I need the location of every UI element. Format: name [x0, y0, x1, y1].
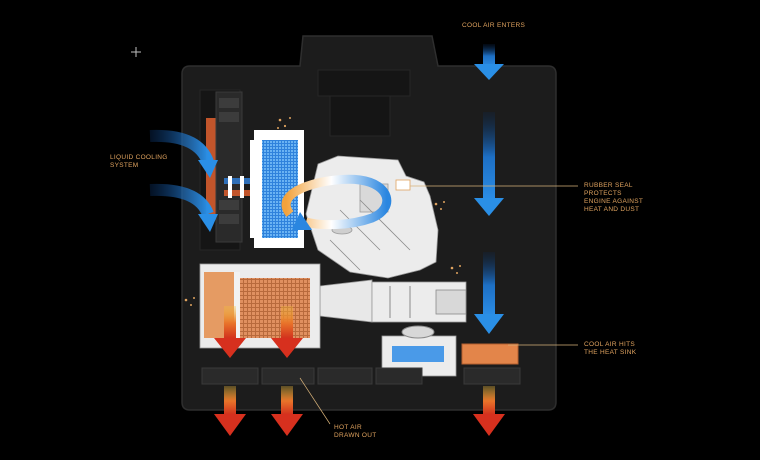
label-line: SYSTEM	[110, 162, 139, 169]
crosshair-icon	[131, 47, 141, 57]
dust-particles-icon	[184, 117, 461, 306]
hot-air-arrows	[214, 306, 505, 436]
bottom-vents	[201, 367, 521, 385]
airflow-swirl	[281, 174, 392, 230]
label-line: HEAT AND DUST	[584, 206, 640, 213]
label-line: PROTECTS	[584, 190, 622, 197]
label-line: LIQUID COOLING	[110, 154, 168, 161]
liquid-cooling-arrows	[149, 129, 218, 232]
label-line: COOL AIR HITS	[584, 341, 635, 348]
label-hot-air: HOT AIR DRAWN OUT	[334, 424, 377, 440]
label-liquid-cooling: LIQUID COOLING SYSTEM	[110, 154, 168, 170]
label-line: HOT AIR	[334, 424, 362, 431]
label-line: ENGINE AGAINST	[584, 198, 644, 205]
cool-air-arrows	[474, 44, 504, 334]
heat-sink	[461, 343, 519, 365]
lamp-unit	[199, 263, 321, 349]
leader-lines	[299, 185, 578, 425]
label-line: RUBBER SEAL	[584, 182, 633, 189]
label-line: THE HEAT SINK	[584, 349, 637, 356]
label-line: DRAWN OUT	[334, 432, 377, 439]
light-path	[319, 279, 467, 323]
label-cool-air-hits: COOL AIR HITS THE HEAT SINK	[584, 341, 636, 357]
label-line: COOL AIR ENTERS	[462, 22, 526, 29]
label-cool-air-enters: COOL AIR ENTERS	[462, 22, 525, 30]
label-rubber-seal: RUBBER SEAL PROTECTS ENGINE AGAINST HEAT…	[584, 182, 643, 214]
pump-fan-assembly	[206, 91, 260, 243]
